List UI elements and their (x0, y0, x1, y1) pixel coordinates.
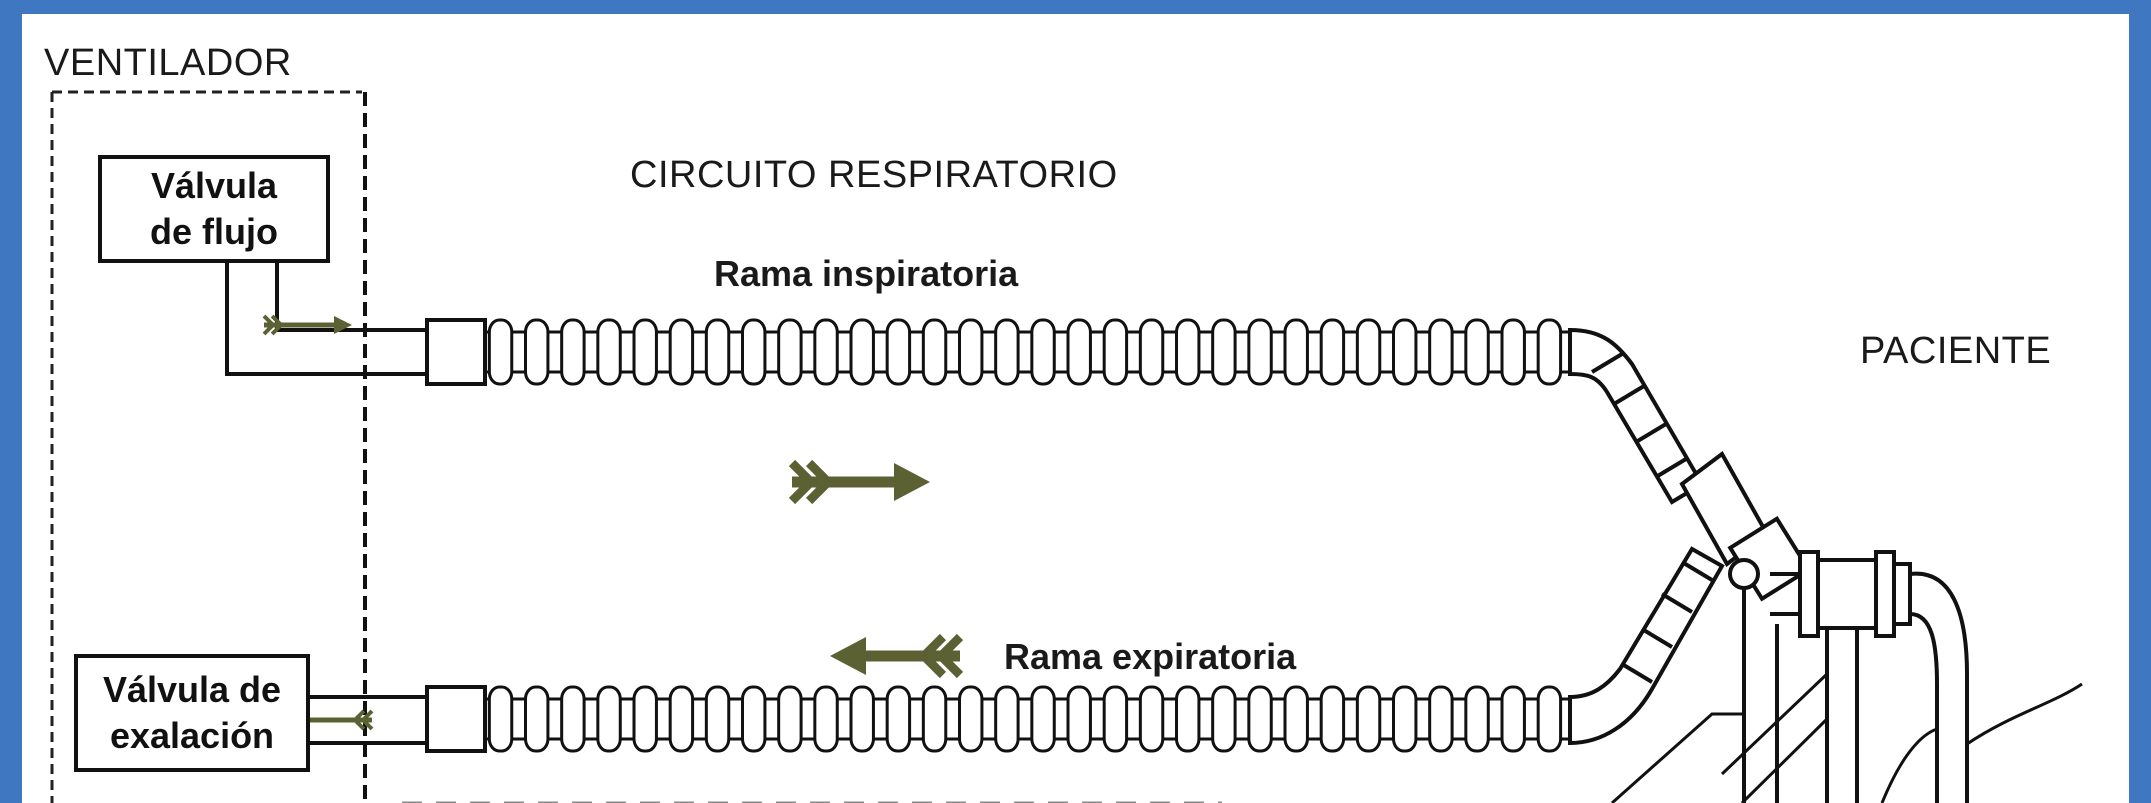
expiratory-tube (485, 685, 1570, 753)
inspiratory-tube-corrugation (632, 318, 658, 386)
inspiratory-tube (485, 318, 1570, 386)
expiratory-tube-corrugation (777, 685, 803, 753)
flow-valve-connection (225, 259, 427, 376)
patient-connector (1770, 550, 1912, 638)
flow-valve-label-line1: Válvula (150, 165, 278, 206)
expiratory-tube-corrugation (668, 685, 695, 753)
inspiratory-flow-arrow-head (894, 463, 930, 501)
inspiratory-flow-arrow-small-fletching (262, 314, 276, 336)
flow-valve-box: Válvula de flujo (98, 155, 330, 263)
expiratory-tube-corrugation (958, 685, 984, 753)
expiratory-tube-corrugation (632, 685, 658, 753)
inspiratory-tube-corrugation (1030, 318, 1056, 386)
expiratory-tube-corrugation (487, 685, 514, 753)
expiratory-tube-corrugation (849, 685, 875, 753)
expiratory-tube-corrugation (1211, 685, 1237, 753)
inspiratory-tube-corrugation (849, 318, 875, 386)
inspiratory-tube-corrugation (1319, 318, 1346, 386)
ventilator-enclosure (50, 90, 367, 803)
expiratory-branch-label: Rama expiratoria (1004, 636, 1297, 677)
ventilator-label: VENTILADOR (44, 42, 292, 84)
expiratory-flow-arrow (830, 633, 964, 679)
inspiratory-tube-corrugation (1066, 318, 1092, 386)
inspiratory-flow-arrow-fletching (788, 459, 818, 505)
exhalation-valve-label-line1: Válvula de (102, 669, 282, 710)
inspiratory-flow-arrow-fletching (805, 459, 835, 505)
inspiratory-tube-corrugation (1500, 318, 1526, 386)
inspiratory-tube-corrugation (1102, 318, 1129, 386)
inspiratory-tube-corrugation (1247, 318, 1273, 386)
expiratory-tube-corrugation (704, 685, 731, 753)
inspiratory-tube-corrugation (668, 318, 695, 386)
inspiratory-tube-corrugation (524, 318, 550, 386)
inspiratory-tube-corrugation (1175, 318, 1201, 386)
expiratory-tube-corrugation (1319, 685, 1346, 753)
inspiratory-tube-corrugation (1138, 318, 1165, 386)
inspiratory-tube-corrugation (1464, 318, 1490, 386)
expiratory-tube-corrugation (1392, 685, 1418, 753)
inspiratory-branch-label: Rama inspiratoria (714, 253, 1019, 294)
expiratory-tube-corrugation (1500, 685, 1526, 753)
expiratory-flow-arrow-fletching (917, 633, 947, 679)
expiratory-flow-arrow-head (830, 637, 866, 675)
expiratory-tube-corrugation (1138, 685, 1165, 753)
inspiratory-tube-corrugation (921, 318, 948, 386)
expiratory-tube-corrugation (741, 685, 767, 753)
exhalation-valve-label-line2: exalación (109, 715, 275, 756)
inspiratory-tube-corrugation (596, 318, 622, 386)
expiratory-tube-corrugation (1536, 685, 1563, 753)
flow-valve-label-line2: de flujo (150, 211, 278, 252)
lower-partial-lines (1611, 672, 2083, 803)
expiratory-tube-corrugation (1030, 685, 1056, 753)
inspiratory-flow-arrow-small-head (334, 316, 352, 334)
inspiratory-tube-cuff (425, 318, 487, 386)
expiratory-flow-arrow-small-fletching (360, 709, 374, 731)
expiratory-tube-corrugation (1066, 685, 1092, 753)
expiratory-tube-corrugation (921, 685, 948, 753)
ventilator-circuit-diagram (50, 90, 2083, 803)
inspiratory-tube-corrugation (487, 318, 514, 386)
expiratory-tube-bend (1568, 546, 1725, 746)
expiratory-tube-corrugation (1175, 685, 1201, 753)
patient-tubing (1742, 571, 1969, 803)
circuit-label: CIRCUITO RESPIRATORIO (630, 154, 1118, 196)
expiratory-tube-corrugation (994, 685, 1020, 753)
diagram-canvas: VENTILADOR CIRCUITO RESPIRATORIO Rama in… (22, 14, 2129, 803)
expiratory-tube-corrugation (560, 685, 586, 753)
inspiratory-tube-corrugation (560, 318, 586, 386)
inspiratory-flow-arrow (788, 459, 930, 505)
expiratory-tube-corrugation (1464, 685, 1490, 753)
expiratory-tube-corrugation (1102, 685, 1129, 753)
expiratory-tube-cuff (425, 685, 487, 753)
expiratory-tube-corrugation (885, 685, 912, 753)
inspiratory-tube-corrugation (1211, 318, 1237, 386)
inspiratory-tube-corrugation (777, 318, 803, 386)
inspiratory-tube-corrugation (741, 318, 767, 386)
inspiratory-tube-corrugation (1536, 318, 1563, 386)
expiratory-tube-corrugation (524, 685, 550, 753)
inspiratory-tube-corrugation (1392, 318, 1418, 386)
exhalation-valve-box: Válvula de exalación (74, 654, 310, 772)
inspiratory-tube-corrugation (1428, 318, 1454, 386)
expiratory-tube-corrugation (1247, 685, 1273, 753)
inspiratory-tube-corrugation (1283, 318, 1309, 386)
patient-label: PACIENTE (1860, 330, 2052, 372)
expiratory-tube-corrugation (1283, 685, 1309, 753)
expiratory-flow-arrow-small-fletching (352, 709, 366, 731)
inspiratory-tube-corrugation (994, 318, 1020, 386)
inspiratory-tube-bend (1568, 327, 1705, 505)
inspiratory-tube-corrugation (885, 318, 912, 386)
inspiratory-tube-corrugation (1355, 318, 1382, 386)
inspiratory-flow-arrow-small-fletching (270, 314, 284, 336)
expiratory-tube-corrugation (596, 685, 622, 753)
inspiratory-tube-corrugation (704, 318, 731, 386)
y-piece-connector (1679, 451, 1812, 602)
expiratory-flow-arrow-fletching (934, 633, 964, 679)
expiratory-tube-corrugation (813, 685, 839, 753)
expiratory-tube-corrugation (1428, 685, 1454, 753)
expiratory-tube-corrugation (1355, 685, 1382, 753)
inspiratory-flow-arrow-small (262, 314, 352, 336)
inspiratory-tube-corrugation (958, 318, 984, 386)
inspiratory-tube-corrugation (813, 318, 839, 386)
